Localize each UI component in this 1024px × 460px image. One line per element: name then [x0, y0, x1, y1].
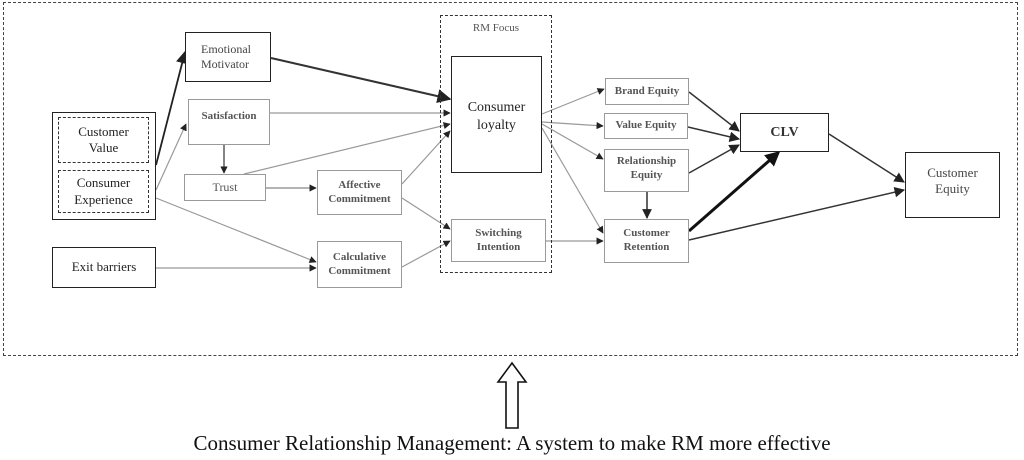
node-emotional-motivator: Emotional Motivator	[185, 32, 271, 82]
node-customer-value: Customer Value	[58, 117, 149, 163]
node-exit-barriers: Exit barriers	[52, 247, 156, 288]
edge-emotional-loyalty	[270, 57, 452, 104]
outer-dashed-frame	[3, 2, 1018, 356]
node-trust: Trust	[184, 174, 266, 201]
node-label: CLV	[770, 124, 799, 140]
node-label: Relationship Equity	[616, 155, 677, 181]
edge-calculative-switching	[401, 240, 451, 268]
edge-retention-equity	[688, 187, 906, 241]
node-relationship-equity: Relationship Equity	[604, 149, 689, 192]
node-label: Customer Equity	[927, 165, 978, 197]
node-clv: CLV	[740, 113, 829, 152]
node-satisfaction: Satisfaction	[188, 99, 270, 145]
node-label: Brand Equity	[614, 84, 680, 97]
edge-cvce-calculative	[155, 197, 317, 263]
edge-loyalty-relationship	[541, 123, 604, 160]
edge-cvce-satisfaction	[155, 123, 187, 191]
node-label: Consumer loyalty	[467, 100, 526, 133]
node-label: Trust	[212, 180, 238, 194]
node-consumer-experience: Consumer Experience	[58, 170, 149, 213]
node-label: Customer Retention	[623, 227, 670, 253]
edge-clv-equity	[828, 133, 905, 183]
node-brand-equity: Brand Equity	[605, 78, 689, 105]
node-customer-equity: Customer Equity	[905, 152, 1000, 218]
edge-affective-switching	[401, 197, 451, 230]
node-label: Customer Value	[78, 123, 129, 155]
node-label: Value Equity	[615, 119, 677, 132]
node-consumer-loyalty: Consumer loyalty	[451, 56, 542, 173]
edge-value-clv	[687, 126, 741, 142]
node-value-equity: Value Equity	[604, 113, 688, 139]
node-label: Satisfaction	[201, 110, 257, 122]
rm-focus-group	[440, 15, 552, 273]
edge-brand-clv	[688, 91, 740, 132]
edge-affective-loyalty	[401, 130, 451, 185]
edge-loyalty-retention	[541, 127, 604, 234]
node-switching-intention: Switching Intention	[451, 219, 546, 262]
edge-cvce-emotional	[155, 50, 189, 166]
edge-retention-clv	[688, 151, 781, 233]
node-label: Consumer Experience	[74, 175, 133, 207]
node-label: Exit barriers	[71, 259, 137, 275]
node-label: Calculative Commitment	[328, 250, 391, 277]
node-label: Affective Commitment	[328, 178, 391, 205]
node-calculative-commitment: Calculative Commitment	[317, 241, 402, 288]
node-label: Emotional Motivator	[201, 42, 251, 71]
node-label: Switching Intention	[475, 226, 522, 253]
node-affective-commitment: Affective Commitment	[317, 170, 402, 215]
node-customer-retention: Customer Retention	[604, 219, 689, 263]
customer-value-experience-group	[52, 112, 156, 220]
diagram-caption: Consumer Relationship Management: A syst…	[193, 431, 831, 455]
edge-trust-loyalty	[243, 122, 451, 175]
edge-relationship-clv	[688, 144, 740, 174]
edge-loyalty-brand	[541, 88, 605, 115]
hollow-up-arrow-icon	[496, 361, 528, 429]
edge-loyalty-value	[541, 121, 604, 130]
rm-focus-label: RM Focus	[472, 22, 520, 34]
